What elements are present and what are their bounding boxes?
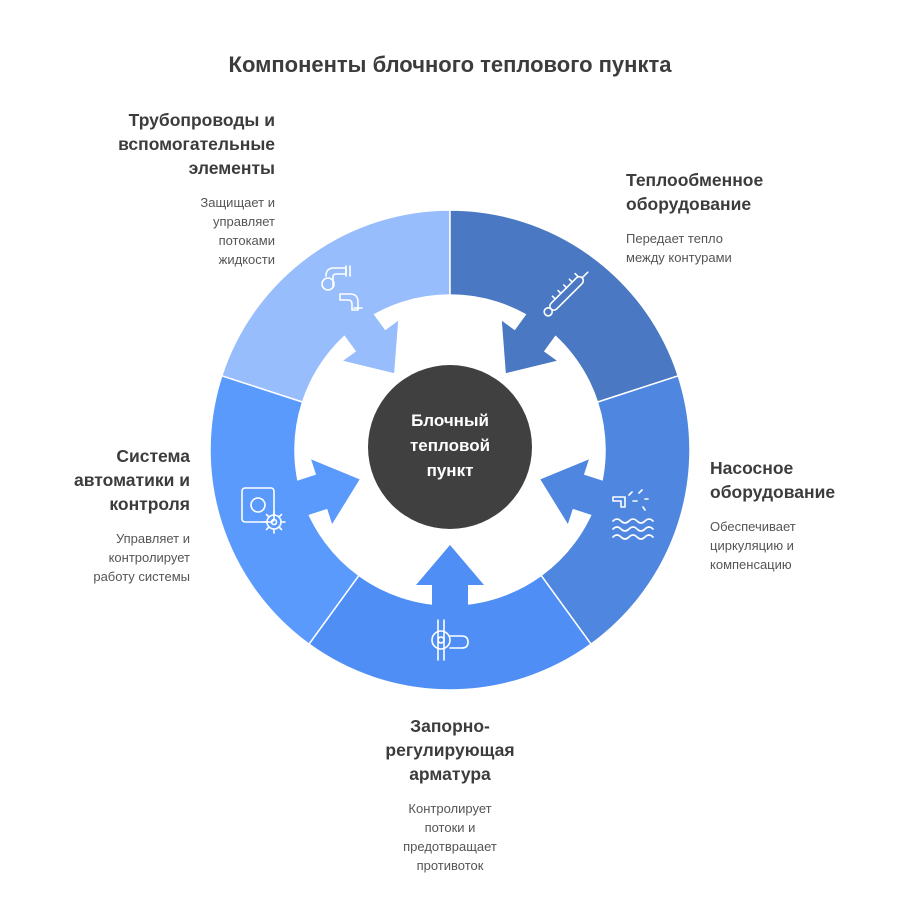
desc-line: потоками [218,233,275,248]
desc-line: жидкости [218,252,275,267]
hub-line-3: пункт [427,461,474,480]
heading-line: Теплообменное [626,170,764,190]
label-valves-heading: Запорно- регулирующая арматура [340,714,560,786]
arrow-valves [416,545,484,619]
arrow-heat-exchange [501,302,564,374]
diagram-title: Компоненты блочного теплового пункта [228,52,672,77]
desc-line: работу системы [93,569,190,584]
label-valves-desc: Контролирует потоки и предотвращает прот… [340,799,560,875]
label-heat-exchange-heading: Теплообменное оборудование [626,168,856,216]
desc-line: управляет [213,214,275,229]
heading-line: элементы [188,158,275,178]
label-pumps: Насосное оборудование Обеспечивает цирку… [710,456,890,574]
segment-pumps [540,374,691,646]
label-pipes-desc: Защищает и управляет потоками жидкости [70,193,275,269]
desc-line: Защищает и [200,195,275,210]
desc-line: Управляет и [115,531,190,546]
label-automation-heading: Система автоматики и контроля [40,444,190,516]
heading-line: арматура [409,764,491,784]
desc-line: контролирует [108,550,190,565]
label-automation-desc: Управляет и контролирует работу системы [40,529,190,586]
desc-line: Обеспечивает [710,519,796,534]
heading-line: вспомогательные [118,134,275,154]
desc-line: Контролирует [408,801,492,816]
label-automation: Система автоматики и контроля Управляет … [40,444,190,586]
heading-line: контроля [109,494,190,514]
water-pump-icon [612,489,654,540]
desc-line: между контурами [626,250,732,265]
heading-line: Запорно- [410,716,490,736]
heading-line: Система [116,446,190,466]
segment-pipes [220,209,451,404]
control-panel-gear-icon [241,487,286,534]
segment-heat-exchange [449,209,680,404]
desc-line: компенсацию [710,557,792,572]
label-pumps-heading: Насосное оборудование [710,456,890,504]
hub-line-1: Блочный [411,411,489,430]
pipe-faucet-icon [321,265,363,311]
hub-line-2: тепловой [410,436,490,455]
segment-valves [307,574,593,691]
heading-line: Трубопроводы и [128,110,275,130]
segment-automation [209,374,360,646]
heading-line: регулирующая [385,740,515,760]
desc-line: противоток [416,858,484,873]
desc-line: предотвращает [403,839,497,854]
heading-line: оборудование [710,482,836,502]
heading-line: Насосное [710,458,794,478]
heading-line: оборудование [626,194,752,214]
arrow-pumps [540,459,617,525]
arrow-automation [283,459,360,525]
label-valves: Запорно- регулирующая арматура Контролир… [340,714,560,875]
hub-circle [368,365,532,529]
heading-line: автоматики и [74,470,190,490]
label-heat-exchange-desc: Передает тепло между контурами [626,229,856,267]
arrow-pipes [336,302,399,374]
desc-line: потоки и [424,820,476,835]
desc-line: Передает тепло [626,231,723,246]
thermometer-icon [543,271,589,317]
label-pipes-heading: Трубопроводы и вспомогательные элементы [70,108,275,180]
label-heat-exchange: Теплообменное оборудование Передает тепл… [626,168,856,267]
label-pumps-desc: Обеспечивает циркуляцию и компенсацию [710,517,890,574]
label-pipes: Трубопроводы и вспомогательные элементы … [70,108,275,269]
valve-icon [431,619,469,661]
desc-line: циркуляцию и [710,538,794,553]
